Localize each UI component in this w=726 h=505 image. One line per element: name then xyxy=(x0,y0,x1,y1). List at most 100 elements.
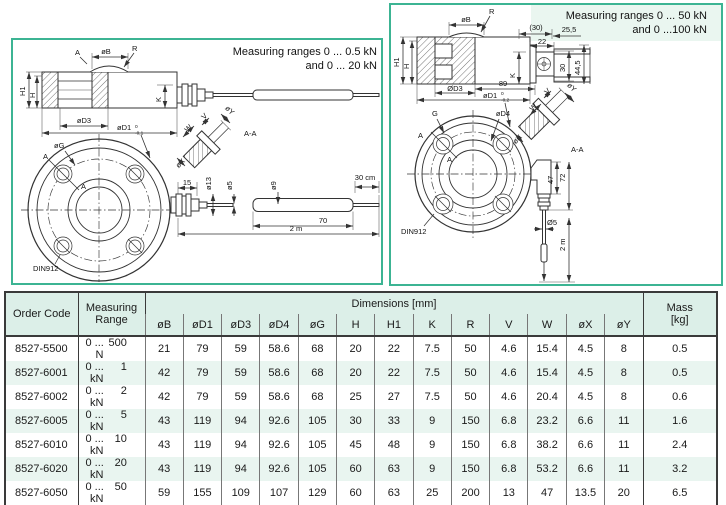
dim-value-cell: 119 xyxy=(182,409,222,433)
section-label-a-outer: A xyxy=(418,131,423,140)
dim-value-cell: 59 xyxy=(221,361,260,385)
dim-value-cell: 4.6 xyxy=(489,336,528,361)
dim-value-cell: 94 xyxy=(221,457,260,481)
dim-value-cell: 79 xyxy=(182,336,222,361)
section-label-a-outer: A xyxy=(43,152,48,161)
dim-label-h1: H1 xyxy=(18,86,27,96)
dim-value-cell: 8 xyxy=(604,361,643,385)
dim-value-cell: 6.6 xyxy=(565,409,605,433)
dim-value-cell: 94 xyxy=(221,409,260,433)
dim-value-cell: 150 xyxy=(450,457,490,481)
dim-label-a: A xyxy=(75,48,80,57)
dim-label-22: 22 xyxy=(538,37,546,46)
col-header-dim: øB xyxy=(144,314,184,336)
range-r-val: 500 xyxy=(108,337,127,349)
dim-value-cell: 155 xyxy=(182,481,222,505)
dim-value-cell: 60 xyxy=(335,457,375,481)
section-label-a-inner: A xyxy=(81,182,86,191)
range-r-prefix: 0 ... xyxy=(85,361,104,373)
dim-label-47: 47 xyxy=(546,176,555,184)
left-cable-detail: 15 ø13 ø5 ø9 70 xyxy=(170,173,380,237)
dim-value-cell: 9 xyxy=(412,433,452,457)
dim-value-cell: 68 xyxy=(297,361,337,385)
dim-value-cell: 50 xyxy=(450,385,490,409)
dim-value-cell: 6.6 xyxy=(565,433,605,457)
col-header-mass: Mass [kg] xyxy=(642,292,717,336)
dim-label-k: K xyxy=(154,97,163,102)
col-header-mass-unit: [kg] xyxy=(670,314,689,326)
range-r-val: 5 xyxy=(120,409,127,421)
dim-value-cell: 11 xyxy=(604,433,643,457)
dim-label-og: øG xyxy=(54,141,65,150)
dim-value-cell: 105 xyxy=(297,409,337,433)
mass-cell: 6.5 xyxy=(642,481,717,505)
dim-value-cell: 63 xyxy=(374,481,414,505)
measuring-ranges-line2: and 0 ...100 kN xyxy=(632,24,707,36)
dim-value-cell: 8 xyxy=(604,336,643,361)
col-header-dim: øG xyxy=(297,314,337,336)
dim-label-ob: øB xyxy=(461,15,471,24)
measuring-ranges-highlight xyxy=(531,5,721,41)
dim-label-o13: ø13 xyxy=(204,177,213,190)
dim-label-od1-tol-top: 0 xyxy=(501,91,504,97)
col-header-dim: øX xyxy=(565,314,605,336)
dim-label-oy: øY xyxy=(565,81,578,94)
dim-value-cell: 58.6 xyxy=(259,385,299,409)
dim-value-cell: 42 xyxy=(144,361,184,385)
range-r-val: 50 xyxy=(114,481,127,493)
dim-value-cell: 94 xyxy=(221,433,260,457)
col-header-dim: H xyxy=(335,314,375,336)
dim-value-cell: 60 xyxy=(335,481,375,505)
order-code-cell: 8527-5500 xyxy=(15,343,68,355)
col-header-order-code: Order Code xyxy=(5,292,78,336)
range-r-prefix: 0 ... xyxy=(85,457,104,469)
col-header-dim: øY xyxy=(604,314,643,336)
range-r-unit: kN xyxy=(90,421,104,433)
col-header-dim: H1 xyxy=(374,314,414,336)
dim-value-cell: 92.6 xyxy=(259,433,299,457)
dim-value-cell: 21 xyxy=(144,336,184,361)
dim-value-cell: 6.8 xyxy=(489,457,528,481)
col-header-dim: øD1 xyxy=(182,314,222,336)
dim-value-cell: 79 xyxy=(182,385,222,409)
dim-value-cell: 25 xyxy=(335,385,375,409)
dim-label-ox: øX xyxy=(174,157,187,170)
dim-value-cell: 22 xyxy=(374,361,414,385)
right-drawing-panel: Measuring ranges 0 ... 50 kN and 0 ...10… xyxy=(389,3,723,286)
col-header-range: Range xyxy=(95,314,128,326)
dim-value-cell: 92.6 xyxy=(259,457,299,481)
dim-value-cell: 50 xyxy=(450,361,490,385)
dim-label-od1-tol-bottom: -0,2 xyxy=(501,98,510,104)
section-label-a-inner: A xyxy=(447,155,452,164)
mass-cell: 0.6 xyxy=(642,385,717,409)
dim-label-oy: øY xyxy=(223,104,236,117)
dim-value-cell: 4.5 xyxy=(565,385,605,409)
dim-value-cell: 109 xyxy=(221,481,260,505)
dim-value-cell: 30 xyxy=(335,409,375,433)
dim-value-cell: 92.6 xyxy=(259,409,299,433)
range-r-unit: kN xyxy=(90,397,104,409)
section-title-aa: A-A xyxy=(244,129,257,138)
col-header-dim: øD4 xyxy=(259,314,299,336)
dim-value-cell: 22 xyxy=(374,336,414,361)
dim-value-cell: 13 xyxy=(489,481,528,505)
dim-label-70: 70 xyxy=(319,216,327,225)
dim-label-w: W xyxy=(183,122,195,134)
col-header-measuring: Measuring xyxy=(85,302,138,314)
range-r-prefix: 0 ... xyxy=(85,337,104,349)
right-drawing: Measuring ranges 0 ... 50 kN and 0 ...10… xyxy=(392,5,721,283)
dim-label-r: R xyxy=(132,44,138,53)
dim-label-o9: ø9 xyxy=(269,181,278,190)
range-r-val: 10 xyxy=(114,433,127,445)
range-r-unit: kN xyxy=(90,493,104,505)
order-code-cell: 8527-6020 xyxy=(15,463,68,475)
dim-label-od3: øD3 xyxy=(77,116,91,125)
right-cross-section: øB R (30) 25,5 22 H1 H xyxy=(392,7,591,128)
left-section-detail: W V øY øX A-A xyxy=(174,104,257,170)
dim-value-cell: 25 xyxy=(412,481,452,505)
dim-value-cell: 7.5 xyxy=(412,361,452,385)
range-r-val: 20 xyxy=(114,457,127,469)
